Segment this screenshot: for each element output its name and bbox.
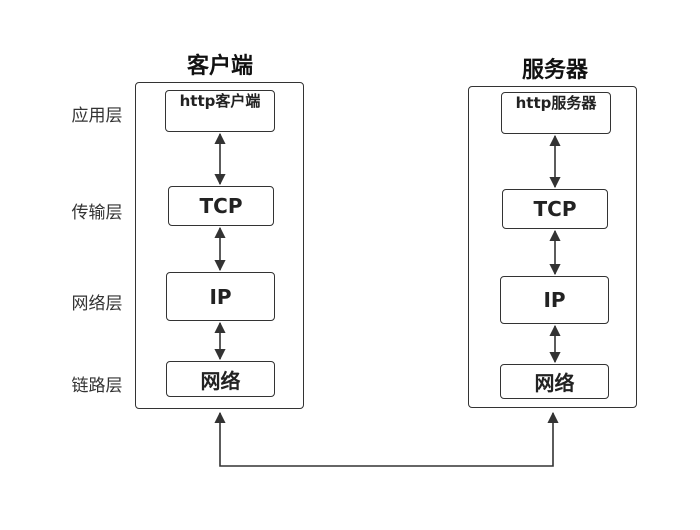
- layer-label-transport: 传输层: [71, 203, 123, 223]
- client-ip-box: IP: [166, 272, 275, 321]
- server-title: 服务器: [521, 58, 588, 83]
- client-tcp-box: TCP: [168, 186, 274, 226]
- layer-label-link: 链路层: [71, 376, 123, 396]
- link-arrow-client-server: [214, 411, 559, 467]
- layer-label-application: 应用层: [71, 106, 123, 126]
- client-title: 客户端: [186, 54, 253, 79]
- client-http-box: http客户端: [165, 90, 275, 132]
- server-network-box: 网络: [500, 364, 609, 399]
- server-ip-box: IP: [500, 276, 609, 324]
- server-tcp-box: TCP: [502, 189, 608, 229]
- layer-label-network: 网络层: [71, 294, 123, 314]
- client-network-box: 网络: [166, 361, 275, 397]
- server-http-box: http服务器: [501, 92, 611, 134]
